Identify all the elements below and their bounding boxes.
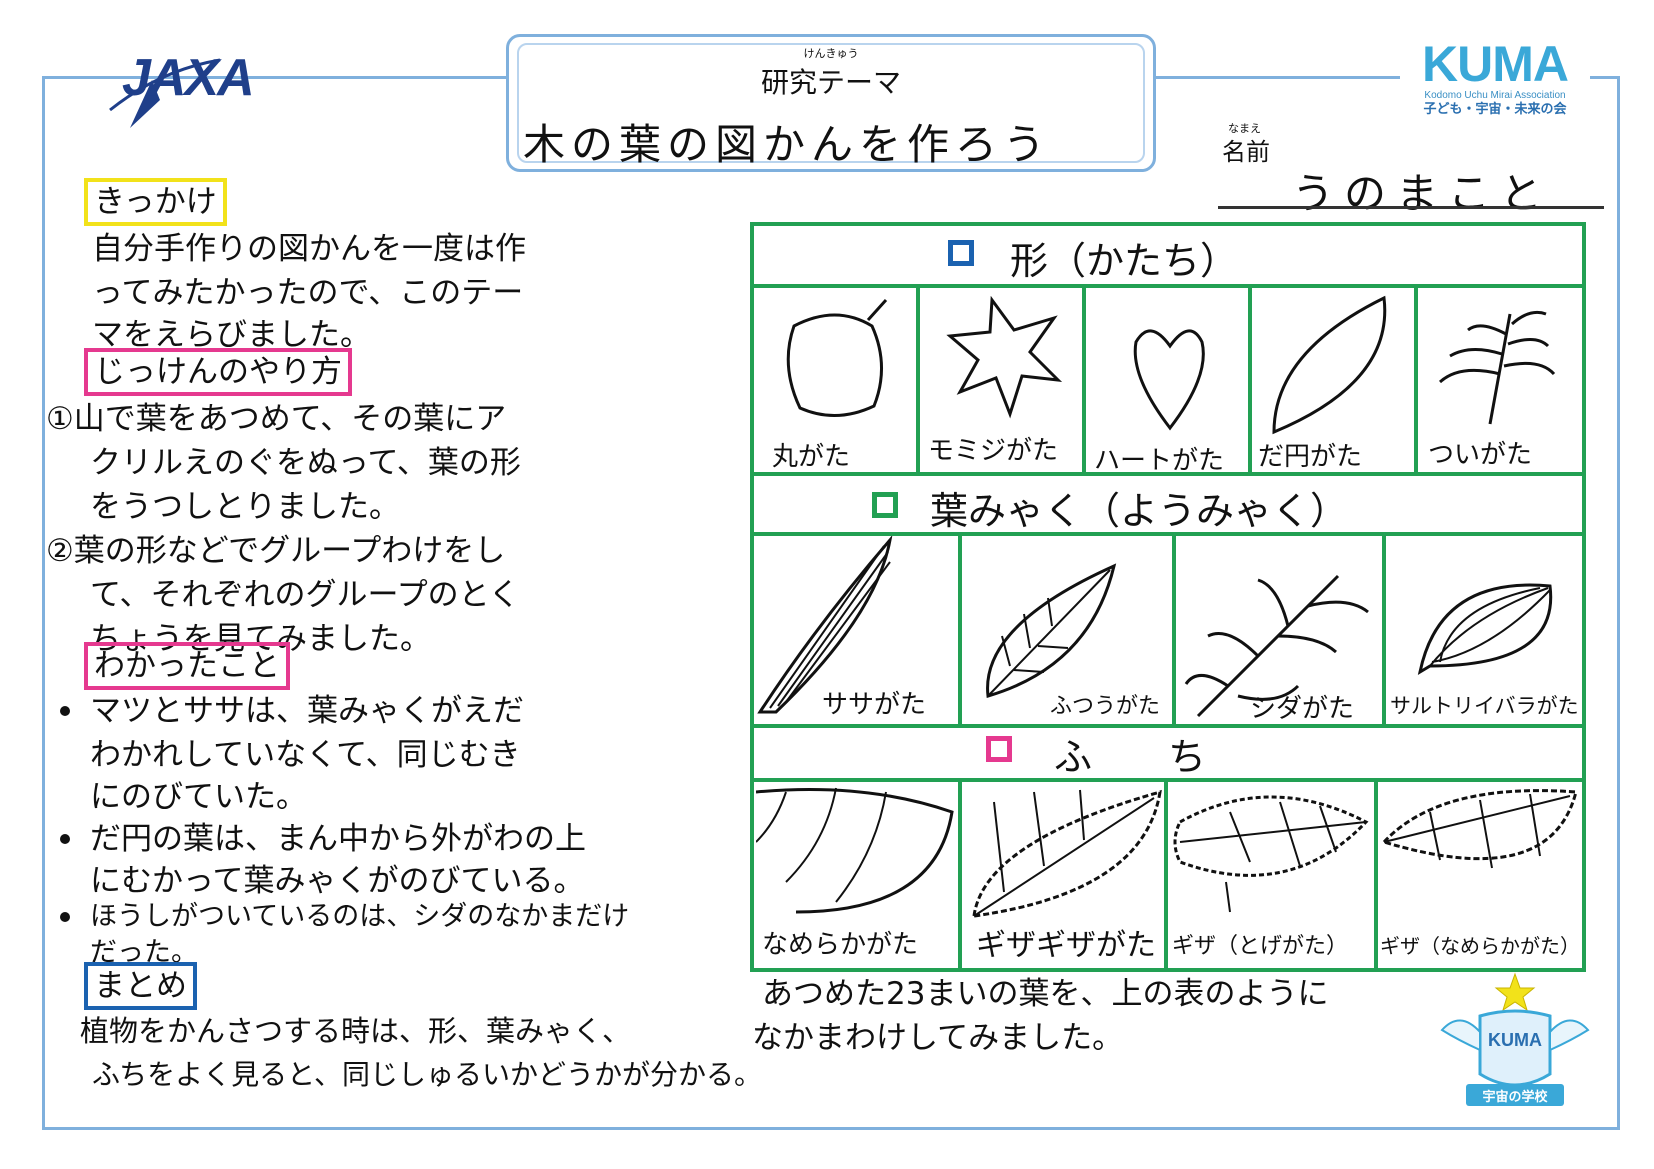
shape-checkbox-icon [948,240,974,266]
vein-checkbox-icon [872,492,898,518]
findings-line-6: ほうしがついているのは、シダのなかまだけ [90,901,630,932]
kuma-logo: KUMA Kodomo Uchu Mirai Association 子ども・宇… [1400,38,1590,128]
footnote-line-2: なかまわけしてみました。 [752,1020,1124,1056]
grid-line [750,472,1586,476]
grid-line [1414,284,1418,474]
grid-line [750,532,1586,536]
edge-section-title: ふ ち [1054,735,1207,779]
badge-caption: 宇宙の学校 [1482,1090,1548,1105]
shape-cell-heart: ハートがた [1094,446,1225,476]
grid-line [1082,284,1086,474]
jaxa-swoosh-icon [109,58,221,128]
footnote-line-1: あつめた23まいの葉を、上の表のように [762,976,1329,1012]
grid-line [958,778,962,972]
maple-leaf-drawing [946,296,1063,419]
badge-kuma-text: KUMA [1488,1030,1542,1050]
vein-cell-fern: シダがた [1250,694,1355,724]
space-school-badge: KUMA 宇宙の学校 [1440,970,1590,1110]
thorny-edge-leaf-drawing [1173,795,1369,913]
edge-cell-serrated: ギザギザがた [976,928,1156,963]
summary-line-1: 植物をかんさつする時は、形、葉みゃく、 [80,1014,632,1048]
kuma-logo-japanese: 子ども・宇宙・未来の会 [1423,102,1567,117]
bullet-3 [60,912,70,922]
bullet-1 [60,706,70,716]
shape-section-title: 形（かたち） [1010,239,1239,283]
kuma-logo-text: KUMA [1422,36,1569,92]
normal-leaf-drawing [986,563,1117,698]
grid-line [916,284,920,474]
smooth-edge-leaf-drawing [756,787,954,914]
findings-line-4: だ円の葉は、まん中から外がわの上 [90,821,586,857]
research-theme-box: けんきゅう 研究テーマ 木の葉の図かんを作ろう [506,34,1156,172]
greenbrier-leaf-drawing [1417,583,1553,676]
label-method: じっけんのやり方 [84,348,352,396]
grid-line [750,724,1586,728]
round-leaf-drawing [786,298,888,418]
method-line-5: て、それぞれのグループのとく [90,577,520,613]
edge-cell-smooth-serrated: ギザ（なめらかがた） [1380,934,1580,958]
name-label: 名前 [1222,138,1270,166]
grid-line [1164,778,1168,972]
findings-line-1: マツとササは、葉みゃくがえだ [90,693,524,729]
vein-cell-greenbrier: サルトリイバラがた [1390,694,1579,718]
smooth-serrated-leaf-drawing [1381,789,1578,869]
label-findings: わかったこと [84,642,290,690]
kikkake-line-2: ってみたかったので、このテー [92,275,524,311]
grid-line [958,532,962,726]
theme-inner-border [517,43,1145,163]
method-line-4: ②葉の形などでグループわけをし [46,533,506,569]
edge-cell-smooth: なめらかがた [762,930,919,960]
classification-grid [750,222,1586,972]
vein-cell-sasa: ササがた [822,690,927,720]
findings-line-5: にむかって葉みゃくがのびている。 [90,863,585,899]
kikkake-line-3: マをえらびました。 [92,317,371,353]
shape-cell-pinnate: ついがた [1428,440,1533,470]
method-line-2: クリルえのぐをぬって、葉の形 [90,445,521,481]
jaxa-logo: JAXA [100,40,280,130]
theme-ruby: けんきゅう [803,47,859,60]
grid-line [1374,778,1378,972]
grid-line [1172,532,1176,726]
method-line-3: をうつしとりました。 [90,489,400,525]
bullet-2 [60,834,70,844]
kikkake-line-1: 自分手作りの図かんを一度は作 [92,231,526,267]
theme-title: 木の葉の図かんを作ろう [523,120,1052,169]
theme-label: 研究テーマ [760,66,901,99]
grid-line [750,778,1586,782]
label-summary: まとめ [84,962,197,1010]
method-line-6: ちょうを見てみました。 [90,621,431,657]
edge-cell-thorny: ギザ（とげがた） [1172,934,1349,959]
kuma-logo-subtitle: Kodomo Uchu Mirai Association [1424,90,1566,101]
compound-leaf-drawing [1438,310,1556,425]
jaxa-logo-text: JAXA [122,49,255,107]
vein-section-title: 葉みゃく（ようみゃく） [930,489,1349,533]
fern-leaf-drawing [1184,574,1369,718]
method-line-1: ①山で葉をあつめて、その葉にア [46,401,507,437]
findings-line-2: わかれしていなくて、同じむき [90,737,521,773]
findings-line-3: にのびていた。 [90,779,307,815]
heart-leaf-drawing [1133,329,1205,431]
shape-cell-round: 丸がた [772,442,851,472]
name-value: うのまこと [1292,169,1553,218]
edge-checkbox-icon [986,736,1012,762]
grid-line [1248,284,1252,474]
serrated-leaf-drawing [972,789,1162,918]
badge-emblem-icon [1440,972,1590,1106]
shape-cell-maple: モミジがた [928,436,1059,466]
grid-line [1382,532,1386,726]
name-underline [1218,206,1604,209]
vein-cell-normal: ふつうがた [1050,694,1161,719]
sasa-leaf-drawing [757,536,893,714]
summary-line-2: ふちをよく見ると、同じしゅるいかどうかが分かる。 [92,1058,763,1091]
label-kikkake: きっかけ [84,178,227,226]
elliptic-leaf-drawing [1272,295,1387,435]
shape-cell-elliptic: だ円がた [1258,442,1363,472]
name-ruby: なまえ [1228,122,1261,135]
grid-line [750,284,1586,288]
